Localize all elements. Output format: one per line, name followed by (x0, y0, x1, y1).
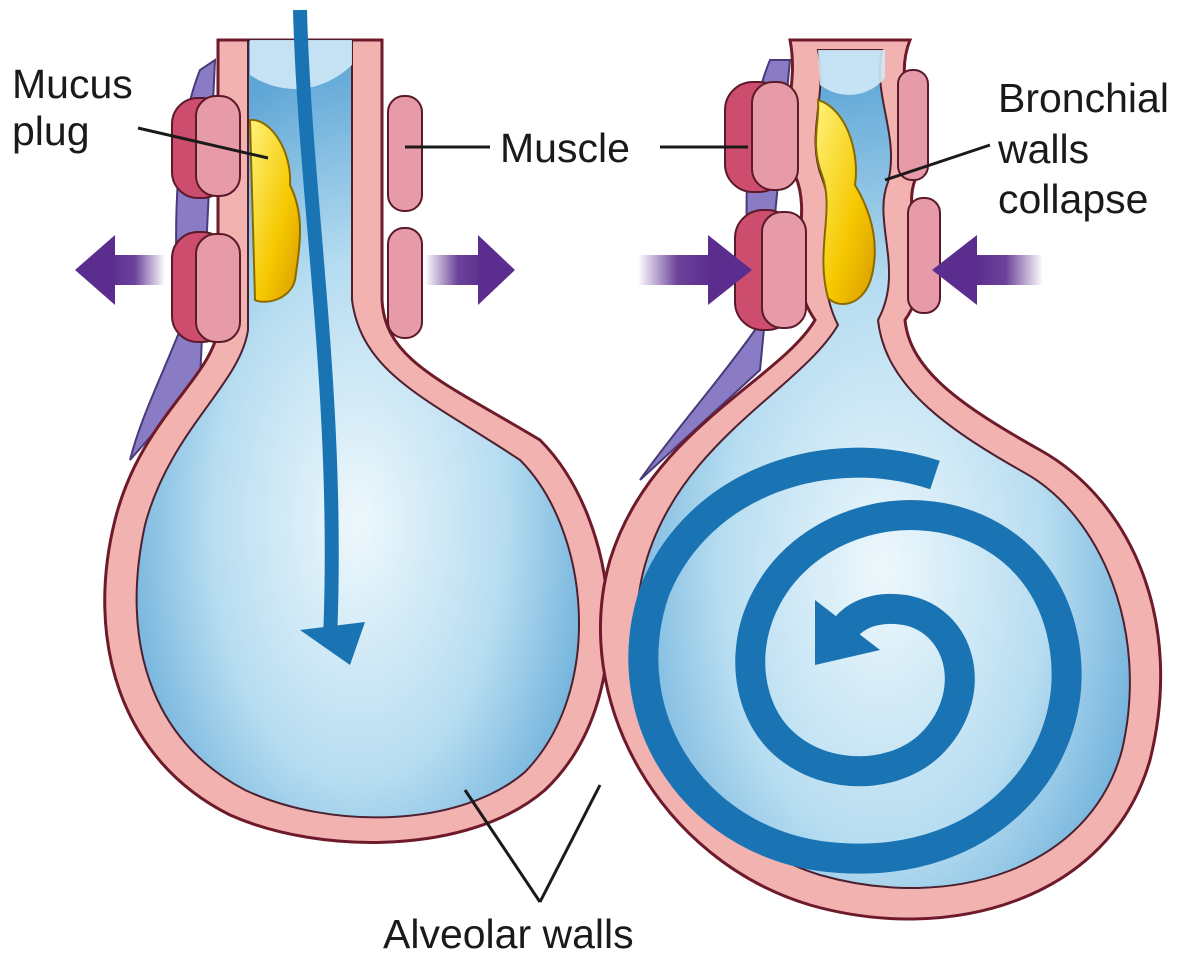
left-outward-arrow-right (425, 235, 515, 305)
bronchial-label-line2: walls (997, 126, 1089, 172)
right-muscle (388, 228, 422, 338)
left-muscle (196, 234, 240, 342)
bronchial-label-line3: collapse (998, 176, 1148, 222)
alveolar-walls-label: Alveolar walls (383, 911, 634, 957)
left-muscle (762, 212, 806, 328)
mucus-plug-label-line2: plug (12, 108, 90, 154)
right-muscle (908, 198, 940, 313)
left-muscle (752, 82, 798, 190)
muscle-label: Muscle (500, 125, 630, 171)
right-muscle (388, 96, 422, 211)
right-muscle (898, 70, 928, 180)
left-muscle-group-right (388, 96, 422, 338)
left-outward-arrow-left (75, 235, 165, 305)
alveolar-leader-right (540, 785, 600, 902)
right-inward-arrow-right (932, 235, 1043, 305)
bronchial-label-line1: Bronchial (998, 75, 1169, 121)
mucus-plug-label-line1: Mucus (12, 61, 133, 107)
